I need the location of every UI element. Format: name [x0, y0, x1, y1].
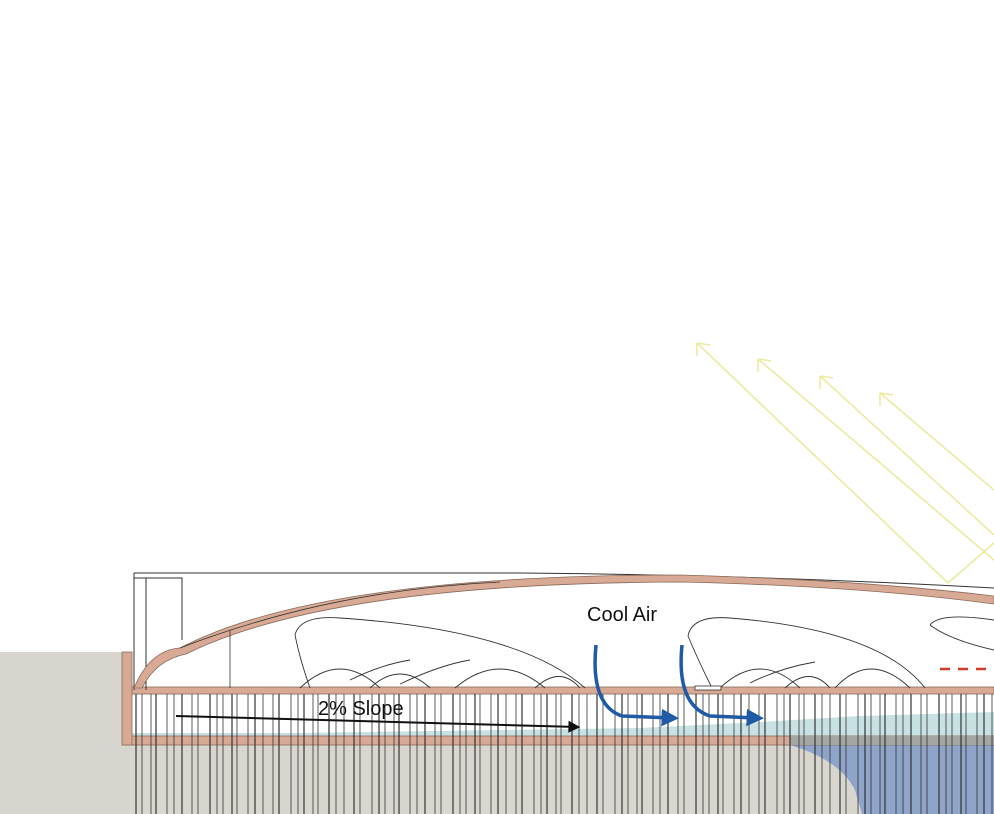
- cool-air-arrow-2: [679, 644, 764, 727]
- ground-left: [0, 652, 124, 814]
- sun-ray-2: [757, 358, 994, 561]
- sun-ray-base: [947, 542, 994, 584]
- roof-parapet: [133, 573, 183, 690]
- cool-air-arrow-1: [593, 644, 679, 727]
- sun-rays: [696, 342, 994, 584]
- sun-ray-4: [879, 392, 994, 491]
- left-wall: [121, 651, 133, 746]
- roof-shell: [133, 574, 994, 689]
- vault-canopy-3: [929, 616, 994, 651]
- sun-ray-1: [696, 342, 949, 584]
- water-body: [790, 745, 994, 814]
- deck-post: [694, 685, 722, 691]
- slope-label: 2% Slope: [318, 698, 404, 720]
- sun-ray-3: [819, 375, 994, 536]
- water-channel: [124, 712, 994, 738]
- cool-air-label: Cool Air: [587, 604, 657, 626]
- base-slab-grey-right: [790, 736, 994, 745]
- vault-canopy-2: [687, 617, 926, 689]
- floor-slab: [123, 686, 994, 695]
- ceiling-curve-left: [179, 581, 501, 649]
- vault-canopy-1: [294, 617, 586, 689]
- piles: [135, 694, 993, 814]
- slope-arrow: [175, 715, 581, 733]
